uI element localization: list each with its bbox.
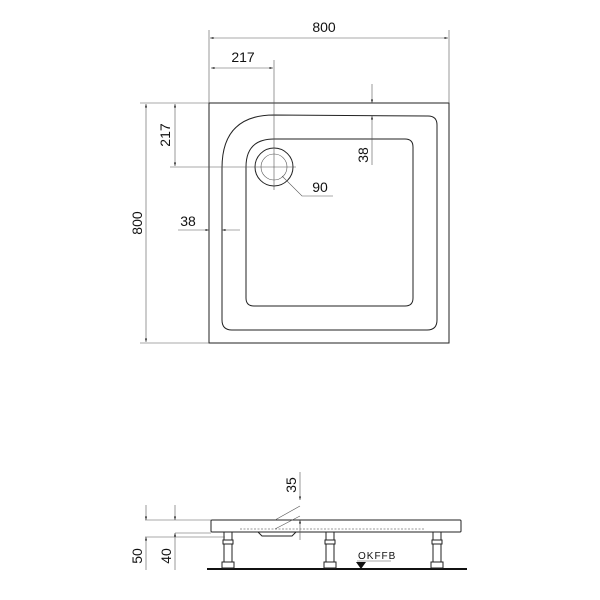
- tray-height-dimension: 40: [158, 548, 174, 564]
- drain-diameter-dimension: 90: [312, 179, 328, 195]
- tray-rim: [221, 114, 438, 331]
- drain-offset-x-dimension: 217: [231, 49, 255, 65]
- leg: [221, 531, 235, 569]
- width-dimension: 800: [312, 19, 336, 35]
- drain-profile: [257, 531, 297, 537]
- side-view: 50 40 35 OKFFB: [129, 472, 467, 570]
- tray-profile: [210, 519, 462, 533]
- leg: [430, 531, 444, 569]
- total-height-dimension: 50: [129, 548, 145, 564]
- drain-leader: [281, 175, 333, 197]
- rim-top-dimension: 38: [355, 147, 371, 163]
- floor-level-marker-icon: [356, 562, 366, 569]
- tray-outline: [208, 102, 450, 344]
- leg: [323, 531, 337, 569]
- depth-dimension: 800: [129, 211, 145, 235]
- floor-level-label: OKFFB: [358, 551, 396, 562]
- rim-side-dimension: 38: [180, 213, 196, 229]
- depth-dimension-side: 35: [283, 477, 299, 493]
- legs: [221, 531, 444, 569]
- tray-basin: [245, 138, 414, 307]
- plan-view: 800 217 800 217 38 38 90: [129, 19, 450, 344]
- drain-offset-y-dimension: 217: [157, 123, 173, 147]
